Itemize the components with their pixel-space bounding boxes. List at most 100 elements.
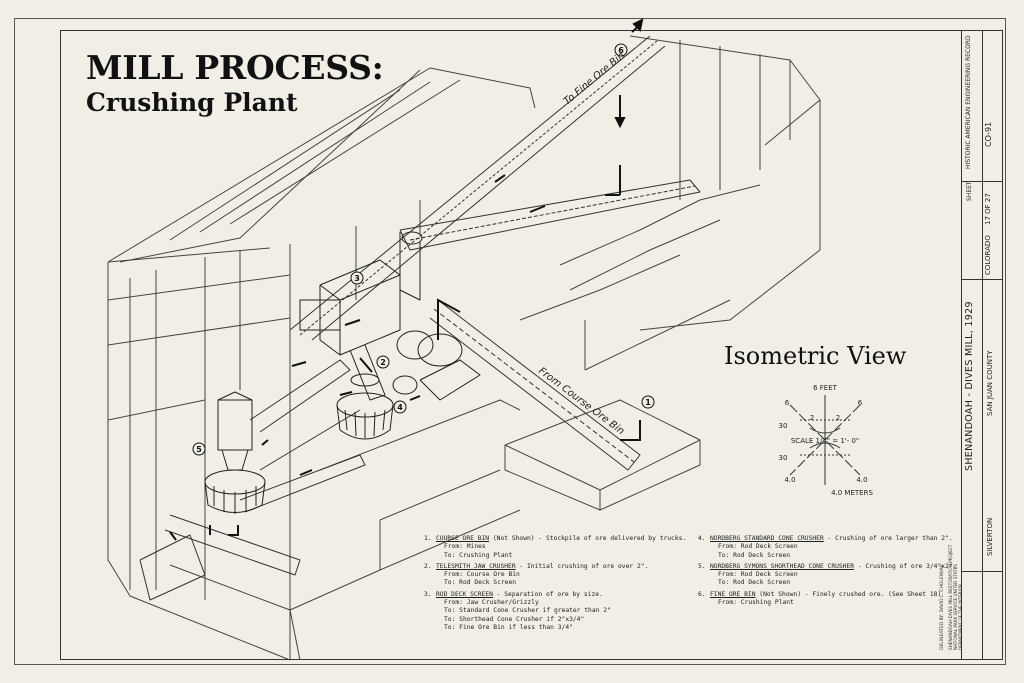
sheet-label: SHEET	[966, 181, 973, 201]
scale-tick-four-left: 4.0	[784, 476, 795, 484]
legend-item-route: To: Rod Deck Screen	[718, 551, 791, 559]
marker-1	[641, 395, 655, 409]
legend-item-route: From: Rod Deck Screen	[718, 571, 798, 579]
legend-item: 3. ROD DECK SCREEN - Separation of ore by…	[424, 591, 686, 632]
legend-item-name: FINE ORE BIN	[710, 590, 756, 598]
title-block: HISTORIC AMERICAN ENGINEERING RECORD CO-…	[962, 30, 1003, 660]
conveyor-lower	[139, 359, 366, 601]
legend-item-heading: 2. TELESMITH JAW CRUSHER - Initial crushi…	[424, 563, 686, 571]
inner-border	[60, 30, 962, 660]
legend-item-name: COURSE ORE BIN	[436, 535, 490, 542]
legend-item-route: From: Course Ore Bin	[444, 571, 520, 579]
scale-tick-two-left: 2	[810, 414, 814, 422]
marker-6	[614, 43, 628, 57]
record-number: CO-91	[984, 121, 993, 147]
legend-item-description: (Not Shown) - Stockpile of ore delivered…	[489, 535, 687, 542]
marker-5-label: 5	[196, 445, 202, 454]
marker-circles	[192, 43, 655, 456]
marker-3	[350, 271, 364, 285]
legend-item-number: 3.	[424, 590, 432, 598]
legend-item-heading: 5. NORDBERG SYMONS SHORTHEAD CONE CRUSHER…	[698, 563, 956, 571]
legend-item-route: From: Jaw Crusher/Grizzly	[444, 599, 539, 607]
legend-item-route: From: Crushing Plant	[718, 599, 794, 607]
legend-item-name: ROD DECK SCREEN	[436, 590, 493, 598]
town-label: SILVERTON	[986, 517, 994, 556]
jaw-crusher-flywheel	[392, 330, 481, 401]
conveyor-fine-ore	[289, 35, 666, 341]
legend-item-number: 2.	[424, 562, 432, 570]
legend-item-number: 4.	[698, 535, 706, 542]
scale-label: SCALE 1/4" = 1'- 0"	[791, 437, 859, 445]
from-course-ore-bin-label: From Course Ore Bin	[536, 366, 626, 438]
legend-right: 4. NORDBERG STANDARD CONE CRUSHER - Crush…	[698, 535, 956, 610]
marker-1-label: 1	[645, 398, 651, 407]
legend-item-route: To: Rod Deck Screen	[718, 579, 791, 587]
page-title: MILL PROCESS:	[86, 48, 384, 87]
marker-4	[393, 400, 407, 414]
scale-meters-label: 4.0 METERS	[831, 489, 873, 497]
head-pulley-tower	[399, 231, 423, 301]
legend-item-name: NORDBERG SYMONS SHORTHEAD CONE CRUSHER	[710, 562, 855, 570]
scale-tick-right-upper: 6	[858, 399, 863, 407]
legend-item-number: 5.	[698, 562, 706, 570]
legend-item-route: To: Crushing Plant	[444, 551, 513, 559]
marker-2-label: 2	[380, 358, 386, 367]
marker-3-label: 3	[354, 274, 360, 283]
isometric-scale	[789, 395, 861, 485]
legend-item-name: TELESMITH JAW CRUSHER	[436, 562, 516, 570]
legend-item-route: To: Fine Ore Bin if less than 3/4"	[444, 623, 573, 631]
scale-tick-left-upper: 6	[785, 399, 790, 407]
legend-item: 5. NORDBERG SYMONS SHORTHEAD CONE CRUSHER…	[698, 563, 956, 588]
legend-item-route: From: Mines	[444, 543, 486, 551]
flow-arrows	[169, 18, 644, 541]
legend-item-route: To: Rod Deck Screen	[444, 579, 517, 587]
legend-item-heading: 6. FINE ORE BIN (Not Shown) - Finely crus…	[698, 591, 956, 599]
legend-item-heading: 4. NORDBERG STANDARD CONE CRUSHER - Crush…	[698, 535, 956, 543]
legend-item-description: (Not Shown) - Finely crushed ore. (See S…	[755, 590, 942, 598]
cone-crusher-shorthead	[204, 391, 266, 514]
county-label: SAN JUAN COUNTY	[986, 350, 994, 416]
legend-item: 2. TELESMITH JAW CRUSHER - Initial crushi…	[424, 563, 686, 588]
legend-item-route: From: Rod Deck Screen	[718, 543, 798, 551]
scale-tick-four-right: 4.0	[856, 476, 867, 484]
legend-item-description: - Crushing of ore larger than 2".	[823, 535, 953, 542]
marker-4-label: 4	[397, 403, 403, 412]
state-label: COLORADO	[984, 235, 992, 275]
legend-left: 1. COURSE ORE BIN (Not Shown) - Stockpile…	[424, 535, 686, 635]
legend-item: 6. FINE ORE BIN (Not Shown) - Finely crus…	[698, 591, 956, 608]
legend-item-description: - Initial crushing of ore over 2".	[515, 562, 649, 570]
legend-item-description: - Separation of ore by size.	[492, 590, 603, 598]
legend-item: 1. COURSE ORE BIN (Not Shown) - Stockpile…	[424, 535, 686, 560]
outer-border	[14, 18, 1006, 665]
page-subtitle: Crushing Plant	[86, 88, 298, 117]
scale-feet-label: 6 FEET	[813, 384, 838, 392]
project-title: SHENANDOAH - DIVES MILL, 1929	[964, 301, 975, 471]
conveyor-course-ore	[429, 299, 641, 471]
legend-item-route: To: Standard Cone Crusher if greater tha…	[444, 607, 611, 615]
to-fine-ore-bin-label: To Fine Ore Bin	[562, 50, 627, 107]
scale-tick-thirty-lower: 30	[779, 454, 788, 462]
legend-item-heading: 1. COURSE ORE BIN (Not Shown) - Stockpile…	[424, 535, 686, 543]
marker-2	[376, 355, 390, 369]
legend-item-number: 1.	[424, 535, 432, 542]
delineator-label: DELINEATED BY: DAVID L. CHOLEWIAK	[940, 564, 945, 650]
isometric-view-title: Isometric View	[724, 342, 907, 370]
agency-label: SHENANDOAH-DIVES MILL RESTORATION PROJEC…	[948, 544, 963, 650]
legend-item-number: 6.	[698, 590, 706, 598]
conveyor-cross	[399, 179, 701, 251]
sheet-number: 17 OF 27	[984, 193, 992, 225]
legend-item-description: - Crushing of ore 3/4"x2".	[854, 562, 957, 570]
scale-tick-two-right: 2	[836, 414, 840, 422]
legend-item: 4. NORDBERG STANDARD CONE CRUSHER - Crush…	[698, 535, 956, 560]
rod-deck-screen	[299, 259, 401, 401]
cone-crusher-standard	[336, 373, 394, 440]
record-label: HISTORIC AMERICAN ENGINEERING RECORD	[965, 35, 972, 169]
scale-tick-thirty-upper: 30	[779, 422, 788, 430]
legend-item-route: To: Shorthead Cone Crusher if 2"x3/4"	[444, 615, 585, 623]
legend-item-name: NORDBERG STANDARD CONE CRUSHER	[710, 535, 824, 542]
marker-5	[192, 442, 206, 456]
marker-6-label: 6	[618, 46, 624, 55]
legend-item-heading: 3. ROD DECK SCREEN - Separation of ore by…	[424, 591, 686, 599]
